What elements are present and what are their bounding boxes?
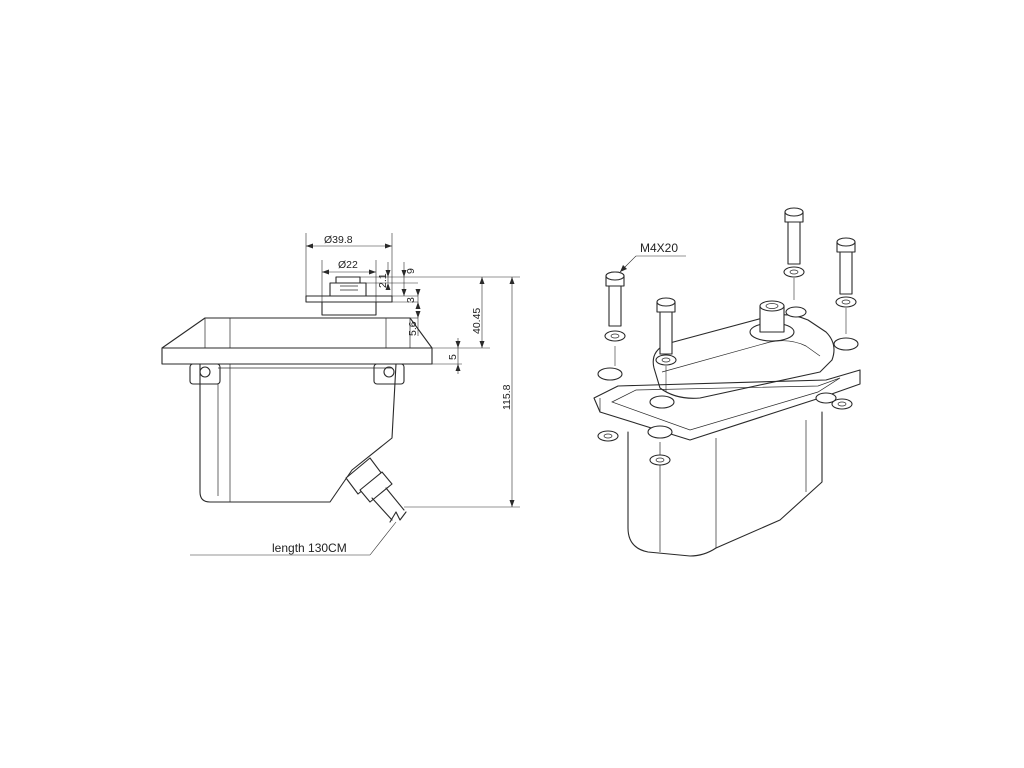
iso-top-housing (652, 314, 835, 399)
inner-diameter-label: Ø22 (338, 259, 358, 271)
iso-output-shaft (749, 300, 795, 342)
dim-9-label: 9 (405, 268, 417, 274)
side-view: Ø39.8 Ø22 9 (161, 233, 520, 556)
cable-length-callout: length 130CM (190, 521, 397, 556)
flange-grommets (647, 392, 837, 439)
dimension-5: 5 (447, 338, 461, 374)
outer-diameter-label: Ø39.8 (324, 234, 353, 246)
dimension-5-6: 5.6 (407, 311, 421, 336)
dimension-outer-diameter: Ø39.8 (305, 233, 393, 296)
dim-3-label: 3 (405, 297, 417, 303)
dimension-9: 9 (401, 262, 417, 296)
screw-1 (597, 271, 626, 442)
dimension-40-45: 40.45 (471, 277, 485, 348)
screw-spec-label: M4X20 (640, 241, 678, 255)
dimension-115-8: 115.8 (501, 277, 515, 507)
screw-4 (831, 237, 859, 410)
mounting-flange (161, 317, 433, 365)
dimension-3: 3 (405, 289, 421, 309)
output-shaft (305, 276, 393, 316)
exploded-view: M4X20 (593, 207, 861, 557)
screw-callout: M4X20 (619, 241, 686, 273)
iso-flange (593, 369, 861, 441)
dimension-inner-diameter: Ø22 (321, 259, 377, 302)
mounting-tab-right (373, 363, 405, 385)
screw-3 (783, 207, 807, 318)
servo-body (199, 363, 397, 503)
dim-115-8-label: 115.8 (501, 384, 513, 410)
dim-5-label: 5 (447, 354, 459, 360)
screw-2 (649, 297, 677, 466)
dim-5-6-label: 5.6 (407, 321, 419, 336)
dim-2-1-label: 2.1 (377, 273, 389, 288)
dim-40-45-label: 40.45 (471, 308, 483, 334)
cable-gland (345, 457, 407, 523)
dimension-2-1: 2.1 (377, 262, 391, 290)
mounting-tab-left (189, 363, 221, 385)
cable-length-label: length 130CM (272, 541, 347, 555)
